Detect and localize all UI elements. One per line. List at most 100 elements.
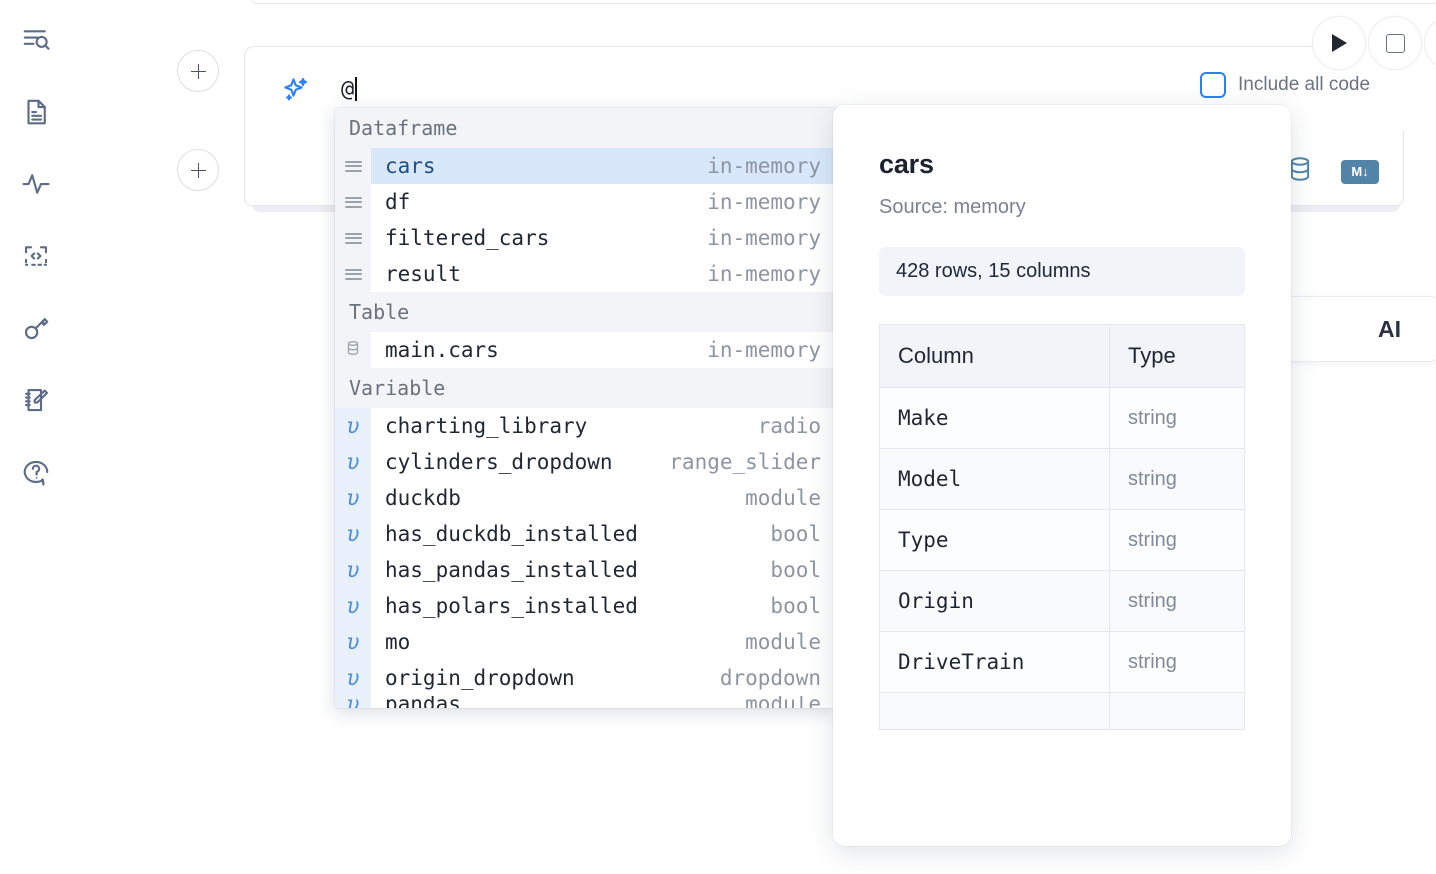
autocomplete-item-name: has_pandas_installed [385, 558, 638, 582]
variable-icon: υ [335, 624, 371, 660]
play-icon [1331, 34, 1347, 52]
stop-icon [1385, 33, 1405, 53]
run-button[interactable] [1312, 16, 1366, 70]
variable-icon: υ [335, 480, 371, 516]
with-ai-chip[interactable]: AI [1280, 296, 1436, 362]
autocomplete-item-body: filtered_cars in-memory [371, 220, 835, 256]
add-cell-button[interactable] [177, 149, 219, 191]
doc-column-type: string [1109, 631, 1245, 693]
autocomplete-item-type: in-memory [707, 190, 821, 214]
dataframe-icon [335, 184, 371, 220]
markdown-icon[interactable]: M↓ [1341, 159, 1379, 184]
doc-column-name: DriveTrain [879, 631, 1110, 693]
autocomplete-item-name: main.cars [385, 338, 499, 362]
include-all-code-row[interactable]: Include all code [1200, 72, 1370, 98]
autocomplete-item-name: cars [385, 154, 436, 178]
secrets-icon[interactable] [12, 304, 60, 352]
autocomplete-item-name: mo [385, 630, 411, 654]
ai-prompt-input[interactable]: @ [341, 77, 358, 102]
doc-column-name [879, 692, 1110, 730]
autocomplete-item-name: filtered_cars [385, 226, 550, 250]
autocomplete-section-header: Dataframe [335, 108, 835, 148]
text-caret [355, 77, 358, 101]
doc-title: cars [879, 149, 934, 179]
variable-icon: υ [335, 516, 371, 552]
variable-icon: υ [335, 408, 371, 444]
variable-icon: υ [335, 444, 371, 480]
autocomplete-item-type: in-memory [707, 226, 821, 250]
autocomplete-item-name: df [385, 190, 411, 214]
autocomplete-item-type: in-memory [707, 262, 821, 286]
autocomplete-item-name: pandas [385, 696, 461, 708]
explore-icon[interactable] [12, 16, 60, 64]
doc-column-name: Model [879, 448, 1110, 510]
dataframe-icon [344, 268, 362, 280]
snippets-icon[interactable] [12, 232, 60, 280]
doc-column-type: string [1109, 448, 1245, 510]
doc-shape-badge: 428 rows, 15 columns [879, 247, 1245, 296]
autocomplete-item-type: bool [770, 558, 821, 582]
file-icon[interactable] [12, 88, 60, 136]
variable-icon: υ [335, 696, 371, 708]
include-all-code-label: Include all code [1238, 74, 1371, 95]
autocomplete-section-header: Variable [335, 368, 835, 408]
autocomplete-item-body: has_pandas_installed bool [371, 552, 835, 588]
autocomplete-item-name: has_duckdb_installed [385, 522, 638, 546]
scratchpad-icon[interactable] [12, 376, 60, 424]
autocomplete-item-type: dropdown [719, 666, 821, 690]
previous-cell-partial [250, 0, 1436, 4]
table-icon [344, 338, 362, 362]
activity-icon[interactable] [12, 160, 60, 208]
doc-column-type [1109, 692, 1245, 730]
ai-prompt-value: @ [341, 77, 355, 102]
more-actions-button[interactable] [1424, 16, 1436, 70]
autocomplete-item-type: bool [770, 522, 821, 546]
add-ai-cell-button[interactable] [177, 50, 219, 92]
help-icon[interactable] [12, 448, 60, 496]
autocomplete-item[interactable]: υ has_duckdb_installed bool [335, 516, 835, 552]
autocomplete-item-name: cylinders_dropdown [385, 450, 613, 474]
autocomplete-item-name: has_polars_installed [385, 594, 638, 618]
autocomplete-item-body: has_duckdb_installed bool [371, 516, 835, 552]
dataframe-icon [344, 160, 362, 172]
stop-button[interactable] [1368, 16, 1422, 70]
dataframe-icon [344, 232, 362, 244]
autocomplete-item[interactable]: df in-memory [335, 184, 835, 220]
autocomplete-item-name: duckdb [385, 486, 461, 510]
doc-column-name: Origin [879, 570, 1110, 632]
cell-icon-group: M↓ [1285, 154, 1379, 189]
include-all-code-checkbox[interactable] [1200, 72, 1226, 98]
doc-column-type: string [1109, 387, 1245, 449]
plus-icon [190, 162, 206, 178]
database-icon[interactable] [1285, 154, 1315, 189]
doc-table-row [879, 692, 1245, 730]
dataframe-icon [344, 196, 362, 208]
autocomplete-item[interactable]: filtered_cars in-memory [335, 220, 835, 256]
doc-column-type: string [1109, 509, 1245, 571]
completion-doc-panel: cars Source: memory 428 rows, 15 columns… [833, 105, 1291, 846]
